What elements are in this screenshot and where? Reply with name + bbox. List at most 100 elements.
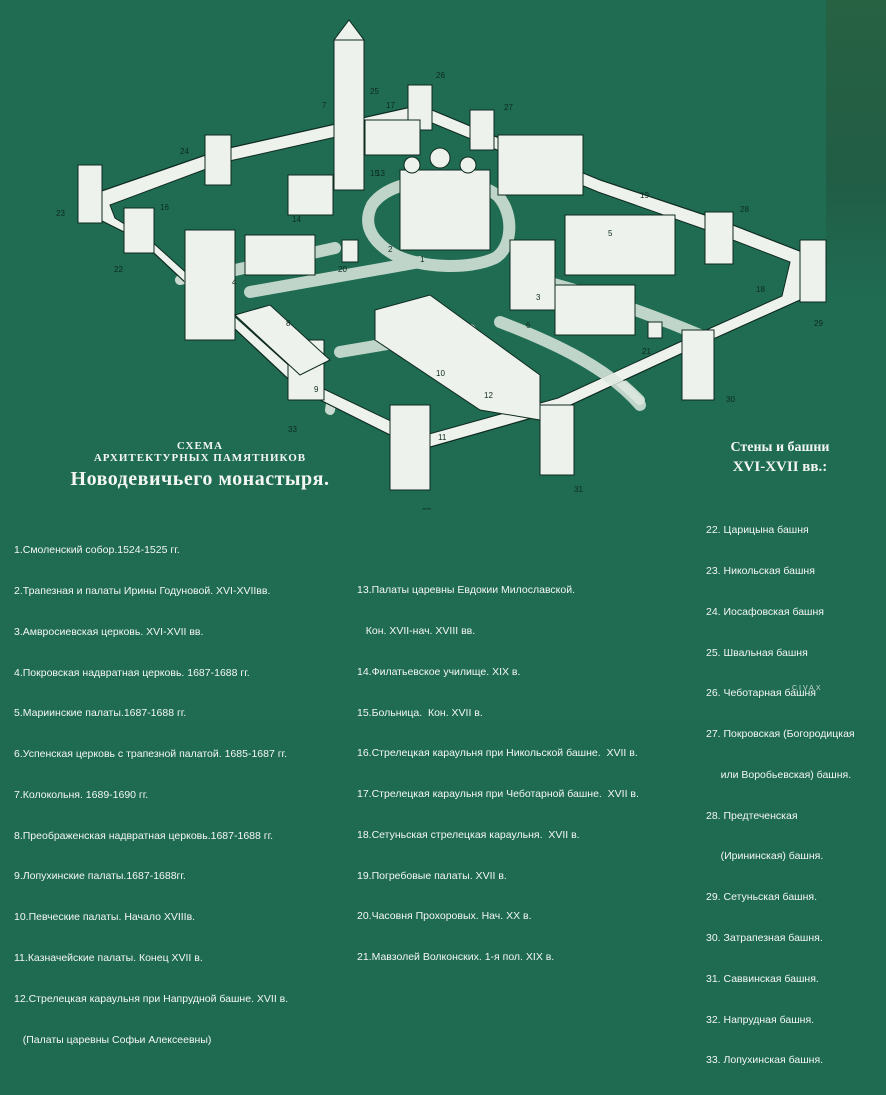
smolensky-cathedral [399, 169, 491, 251]
map-label: 14 [292, 215, 301, 224]
map-label: 10 [436, 369, 445, 378]
map-label: 28 [740, 205, 749, 214]
title-line3: Новодевичьего монастыря. [70, 468, 330, 490]
list-item: 10.Певческие палаты. Начало XVIIIв. [14, 911, 196, 924]
list-item: 1.Смоленский собор.1524-1525 гг. [14, 544, 180, 557]
tower-22 [123, 207, 155, 254]
map-number-labels: 1 2 3 4 5 6 7 8 9 10 11 12 13 14 15 16 1… [56, 71, 823, 510]
title-line1: СХЕМА [176, 440, 224, 452]
foliage-background [826, 0, 886, 300]
list-item: 5.Мариинские палаты.1687-1688 гг. [14, 707, 187, 720]
transfiguration-church [184, 229, 236, 341]
list-item: 2.Трапезная и палаты Ирины Годуновой. XV… [14, 584, 271, 597]
map-label: 2 [388, 245, 393, 254]
mausoleum-21 [647, 321, 663, 339]
map-label: 1 [420, 255, 425, 264]
map-label: 17 [386, 101, 395, 110]
map-label: 27 [504, 103, 513, 112]
title-block: СХЕМА АРХИТЕКТУРНЫХ ПАМЯТНИКОВ Новодевич… [20, 440, 380, 491]
map-label: 3 [536, 293, 541, 302]
palace-14 [244, 234, 316, 276]
legend-list-middle: 13.Палаты царевны Евдокии Милославской. … [357, 557, 639, 992]
map-label: 20 [338, 265, 347, 274]
list-item: или Воробьевская) башня. [706, 768, 852, 781]
map-label: 31 [574, 485, 583, 494]
palace-17 [364, 119, 421, 156]
walls-title: Стены и башни XVI-XVII вв.: [680, 440, 880, 476]
palace-27-church [497, 134, 584, 196]
list-item: 32. Напрудная башня. [706, 1013, 815, 1026]
palace-19 [564, 214, 676, 276]
map-label: 21 [642, 347, 651, 356]
list-item: 28. Предтеченская [706, 809, 798, 822]
list-item: 8.Преображенская надвратная церковь.1687… [14, 829, 274, 842]
list-item: 3.Амвросиевская церковь. XVI-XVII вв. [14, 625, 204, 638]
tower-28 [704, 211, 734, 265]
list-item: 27. Покровская (Богородицкая [706, 728, 855, 741]
map-label: 12 [484, 391, 493, 400]
tower-32 [389, 404, 431, 491]
walls-title-line2: XVI-XVII вв.: [732, 459, 828, 475]
list-item: 26. Чеботарная башня [706, 687, 816, 700]
tower-23 [77, 164, 103, 224]
tower-27 [469, 109, 495, 151]
list-item: 13.Палаты царевны Евдокии Милославской. [357, 584, 575, 597]
map-label: 4 [232, 278, 237, 287]
map-label: 26 [436, 71, 445, 80]
list-item: 25. Швальная башня [706, 646, 808, 659]
walls-title-line1: Стены и башни [730, 440, 830, 455]
towers [77, 84, 827, 491]
map-label: 19 [640, 191, 649, 200]
map-label: 30 [726, 395, 735, 404]
list-item: 9.Лопухинские палаты.1687-1688гг. [14, 870, 186, 883]
lopukhin-palace [234, 304, 331, 376]
map-label: 7 [322, 101, 327, 110]
list-item: 20.Часовня Прохоровых. Нач. XX в. [357, 910, 532, 923]
list-item: 12.Стрелецкая караульня при Напрудной ба… [14, 992, 289, 1005]
monastery-map: 1 2 3 4 5 6 7 8 9 10 11 12 13 14 15 16 1… [56, 19, 827, 510]
buildings [184, 19, 676, 421]
map-label: 33 [288, 425, 297, 434]
list-item: 11.Казначейские палаты. Конец XVII в. [14, 952, 203, 964]
list-item: Кон. XVII-нач. XVIII вв. [357, 624, 476, 637]
list-item: 31. Саввинская башня. [706, 972, 819, 985]
list-item: 29. Сетуньская башня. [706, 891, 817, 904]
map-label: 18 [756, 285, 765, 294]
map-label: 22 [114, 265, 123, 274]
list-item: 21.Мавзолей Волконских. 1-я пол. XIX в. [357, 951, 555, 964]
map-label: 8 [286, 319, 291, 328]
list-item: (Ирининская) башня. [706, 850, 824, 863]
map-label: 5 [608, 229, 613, 238]
watermark: CIVAX [792, 685, 823, 692]
list-item: 4.Покровская надвратная церковь. 1687-16… [14, 666, 250, 679]
map-label: 9 [314, 385, 319, 394]
map-label: 15 [370, 169, 379, 178]
list-item: 7.Колокольня. 1689-1690 гг. [14, 788, 149, 801]
tower-29 [799, 239, 827, 303]
list-item: 16.Стрелецкая караульня при Никольской б… [357, 747, 638, 760]
tower-31 [539, 404, 575, 476]
map-label: 16 [160, 203, 169, 212]
bell-tower [333, 39, 365, 191]
palace-13 [287, 174, 334, 216]
map-label: 23 [56, 209, 65, 218]
list-item: 18.Сетуньская стрелецкая караульня. XVII… [357, 828, 580, 841]
tower-24 [204, 134, 232, 186]
singers-palace [374, 294, 541, 421]
list-item: 24. Иосафовская башня [706, 605, 824, 618]
legend-list-right: 22. Царицына башня 23. Никольская башня … [706, 497, 855, 1095]
list-item: 6.Успенская церковь с трапезной палатой.… [14, 748, 288, 761]
map-label: 25 [370, 87, 379, 96]
list-item: 22. Царицына башня [706, 524, 809, 537]
title-line2: АРХИТЕКТУРНЫХ ПАМЯТНИКОВ [93, 452, 307, 464]
list-item: 33. Лопухинская башня. [706, 1054, 824, 1067]
map-label: 6 [526, 321, 531, 330]
list-item: 17.Стрелецкая караульня при Чеботарной б… [357, 788, 639, 801]
legend-list-left: 1.Смоленский собор.1524-1525 гг. 2.Трапе… [14, 517, 288, 1074]
list-item: 23. Никольская башня [706, 564, 815, 577]
map-label: 32 [422, 507, 431, 510]
map-label: 24 [180, 147, 189, 156]
list-item: (Палаты царевны Софьи Алексеевны) [14, 1033, 212, 1046]
list-item: 30. Затрапезная башня. [706, 932, 823, 944]
tower-30 [681, 329, 715, 401]
